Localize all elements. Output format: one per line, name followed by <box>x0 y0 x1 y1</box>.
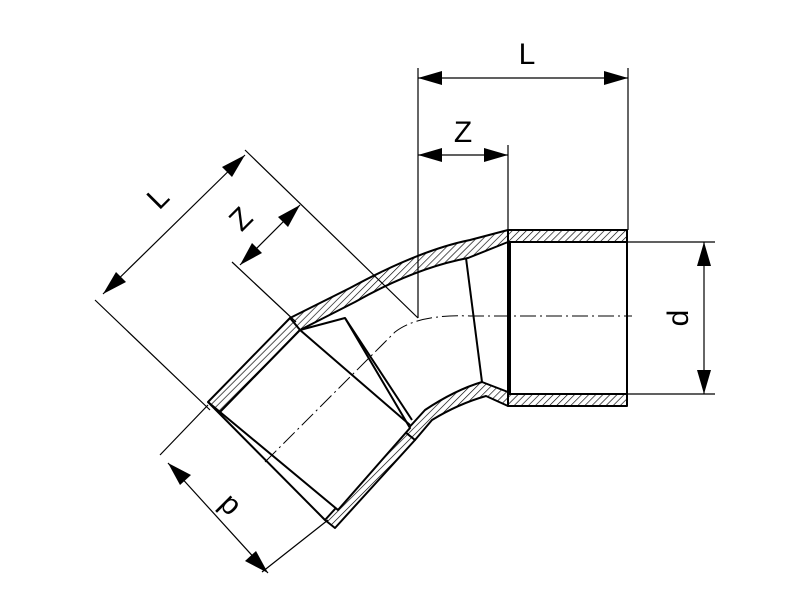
bend-seam-right <box>465 257 483 383</box>
extension-line-face <box>94 299 211 411</box>
extension-line-z <box>231 261 297 323</box>
left-socket-end-line <box>299 329 411 426</box>
extension-line-top <box>159 404 209 456</box>
bend-inner-wall <box>404 381 509 441</box>
label-Z-top: Z <box>454 116 472 149</box>
arrow-bottom <box>697 370 711 394</box>
dimension-L-top: L <box>417 38 629 318</box>
label-Z-left: Z <box>223 201 259 237</box>
arrow-top <box>222 155 245 177</box>
arrow-right <box>604 71 628 85</box>
dimension-Z-left: Z <box>223 201 301 323</box>
arrow-left <box>418 71 442 85</box>
bend-outer-wall <box>289 229 509 331</box>
label-L-top: L <box>519 38 536 71</box>
arrow-bottom <box>240 243 262 265</box>
arrow-bottom <box>245 551 268 573</box>
arrow-top <box>697 242 711 266</box>
arrow-top <box>168 463 191 485</box>
bend-seam-left <box>344 317 413 421</box>
label-d-right: d <box>662 310 695 327</box>
dimension-line <box>102 154 246 295</box>
dimension-line <box>167 462 269 574</box>
right-socket-bottom-wall <box>507 393 628 407</box>
arrow-top <box>278 205 300 227</box>
dimension-d-right: d <box>628 241 715 395</box>
elbow-fitting <box>207 229 632 529</box>
extension-line-outer <box>244 149 419 319</box>
extension-line-bottom <box>261 519 329 573</box>
right-socket-top-wall <box>507 229 628 243</box>
arrow-bottom <box>103 272 126 294</box>
right-socket-bore <box>509 241 628 395</box>
arrow-left <box>418 148 442 162</box>
label-L-left: L <box>141 181 176 216</box>
left-socket-bore <box>219 317 411 511</box>
label-d-left: d <box>211 489 246 524</box>
arrow-right <box>484 148 508 162</box>
center-line <box>264 315 632 463</box>
dimension-Z-top: Z <box>418 116 509 230</box>
